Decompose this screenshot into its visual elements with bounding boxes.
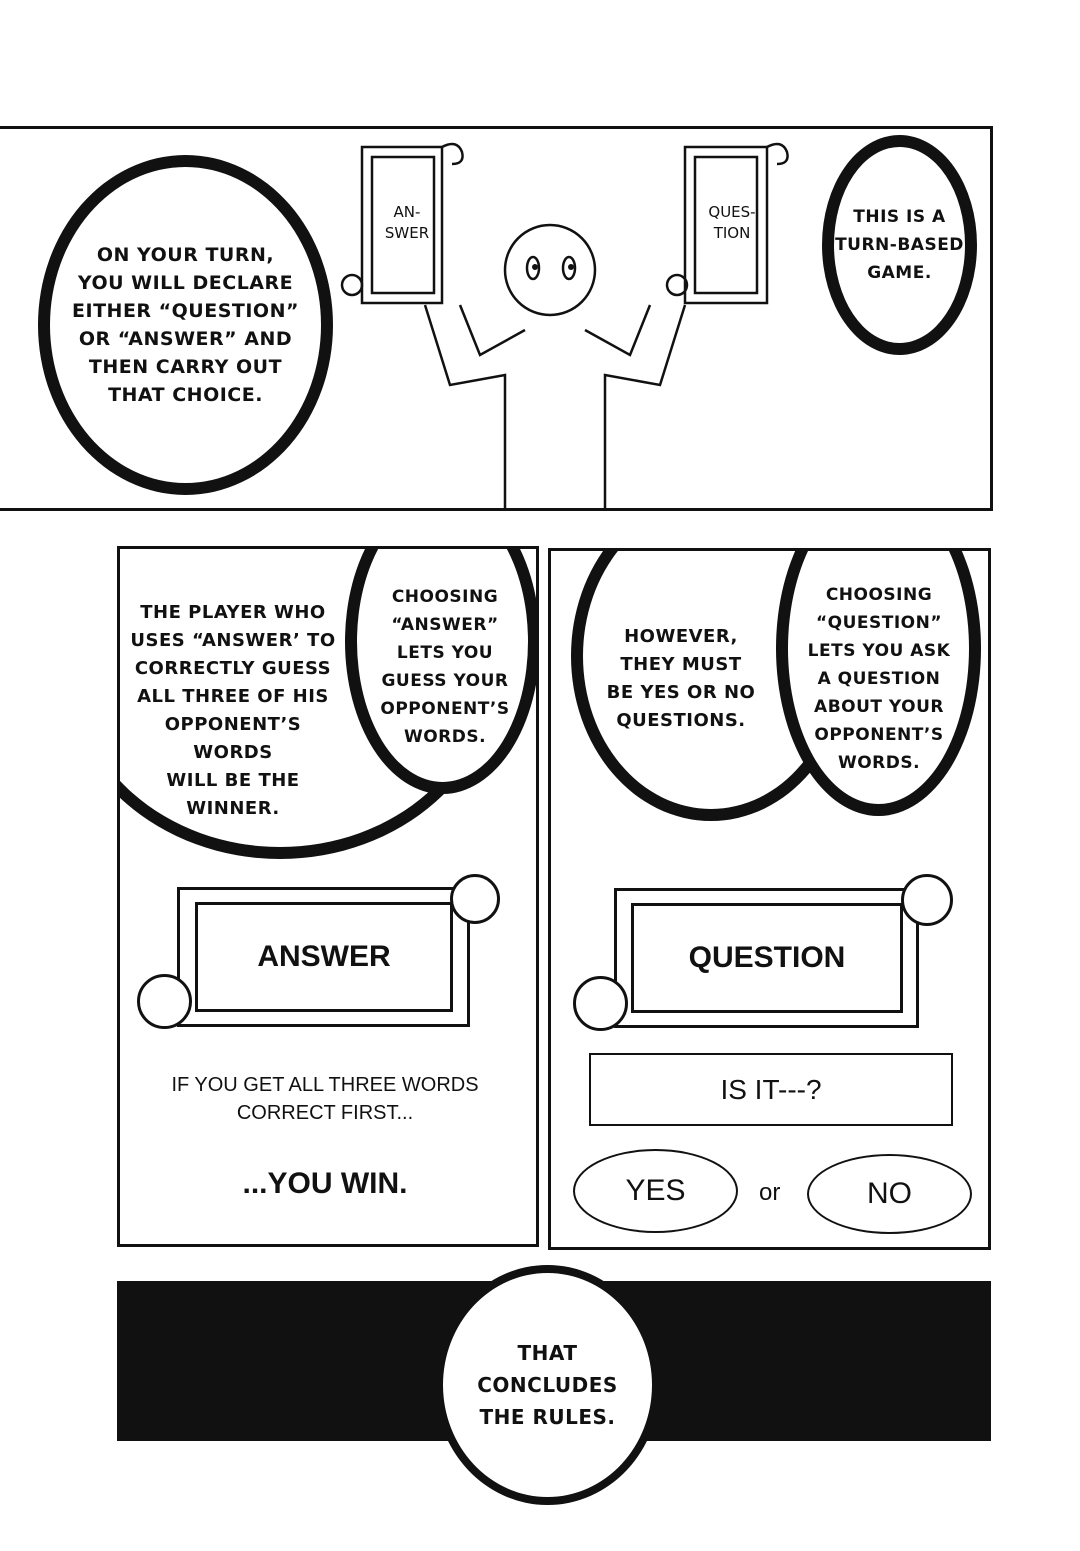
you-win-text: ...YOU WIN. <box>242 1167 408 1200</box>
question-card-label: QUESTION <box>688 941 846 974</box>
speech-text: THIS IS A TURN-BASED GAME. <box>835 207 964 283</box>
panel-1 <box>0 126 993 511</box>
yes-oval: YES <box>573 1149 738 1233</box>
panel-2: THE PLAYER WHO USES “ANSWER’ TO CORRECTL… <box>117 546 539 1247</box>
yes-label: YES <box>625 1174 686 1207</box>
card-question-label: QUES- TION <box>708 203 756 242</box>
speech-text: ON YOUR TURN, YOU WILL DECLARE EITHER “Q… <box>72 244 299 406</box>
swirl-icon <box>901 874 953 926</box>
question-card: QUESTION <box>631 903 903 1013</box>
speech-text: THE PLAYER WHO USES “ANSWER’ TO CORRECTL… <box>130 602 336 819</box>
question-box-text: IS IT---? <box>720 1073 822 1105</box>
answer-card: ANSWER <box>195 902 453 1012</box>
answer-caption: IF YOU GET ALL THREE WORDS CORRECT FIRST… <box>171 1074 479 1124</box>
speech-bubble-conclusion: THAT CONCLUDES THE RULES. <box>435 1265 660 1505</box>
no-label: NO <box>867 1177 912 1210</box>
no-oval: NO <box>807 1154 972 1234</box>
speech-text: THAT CONCLUDES THE RULES. <box>477 1341 618 1429</box>
card-answer-label: AN- SWER <box>384 203 430 242</box>
speech-text: CHOOSING “QUESTION” LETS YOU ASK A QUEST… <box>807 585 951 773</box>
question-box: IS IT---? <box>589 1053 953 1126</box>
answer-card-label: ANSWER <box>257 940 391 973</box>
or-text: or <box>759 1179 781 1206</box>
swirl-icon <box>573 976 628 1031</box>
panel-3: HOWEVER, THEY MUST BE YES OR NO QUESTION… <box>548 548 991 1250</box>
speech-bubble-turn-rules: ON YOUR TURN, YOU WILL DECLARE EITHER “Q… <box>38 155 333 495</box>
speech-text: HOWEVER, THEY MUST BE YES OR NO QUESTION… <box>606 626 756 731</box>
stick-figure <box>340 142 789 508</box>
speech-bubble-turn-based: THIS IS A TURN-BASED GAME. <box>822 135 977 355</box>
swirl-icon <box>137 974 192 1029</box>
swirl-icon <box>450 874 500 924</box>
speech-text: CHOOSING “ANSWER” LETS YOU GUESS YOUR OP… <box>380 587 510 747</box>
